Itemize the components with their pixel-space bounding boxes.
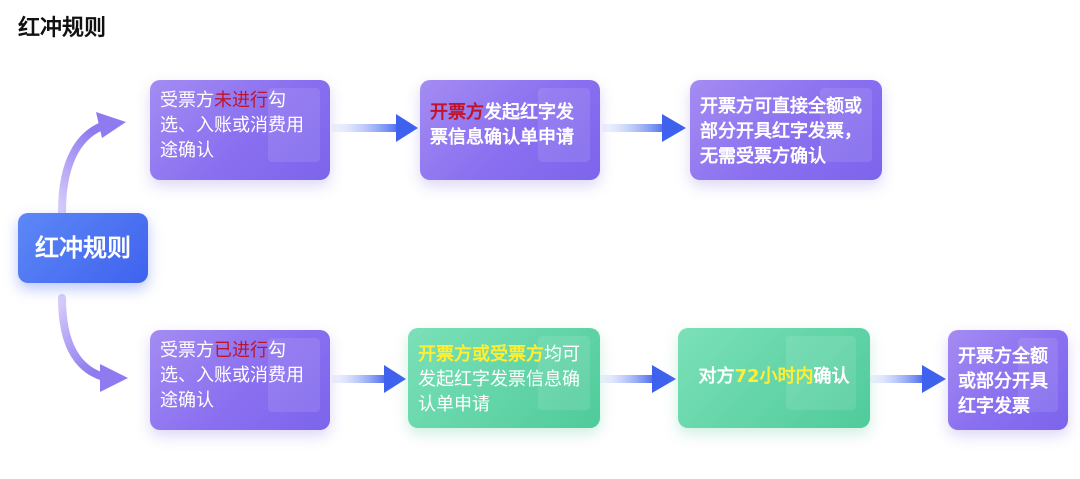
emphasis-issuer: 开票方 bbox=[430, 102, 484, 123]
emphasis-72-hours: 72小时内 bbox=[734, 366, 814, 387]
curve-arrow-up-head bbox=[96, 112, 126, 138]
arrow-bottom-3 bbox=[870, 365, 946, 393]
arrow-bottom-2 bbox=[600, 365, 676, 393]
emphasis-either-party: 开票方或受票方 bbox=[418, 344, 544, 365]
center-node-red-reversal-rules: 红冲规则 bbox=[18, 213, 148, 283]
bottom-step-1-checked: 受票方已进行勾选、入账或消费用途确认 bbox=[150, 330, 330, 430]
top-step-3-direct-issue: 开票方可直接全额或部分开具红字发票，无需受票方确认 bbox=[690, 80, 882, 180]
top-step-1-not-checked: 受票方未进行勾选、入账或消费用途确认 bbox=[150, 80, 330, 180]
emphasis-done: 已进行 bbox=[214, 340, 268, 361]
arrow-top-2 bbox=[602, 114, 686, 142]
curve-arrow-down bbox=[58, 294, 112, 382]
arrow-bottom-1 bbox=[332, 365, 406, 393]
curve-arrow-down-head bbox=[100, 364, 128, 392]
bottom-step-2-either-applies: 开票方或受票方均可发起红字发票信息确认单申请 bbox=[408, 328, 600, 428]
page-title: 红冲规则 bbox=[18, 16, 107, 41]
bottom-step-4-issue-red-invoice: 开票方全额或部分开具红字发票 bbox=[948, 330, 1068, 430]
bottom-step-3-confirm-72h: 对方72小时内确认 bbox=[678, 328, 870, 428]
curve-arrow-up bbox=[58, 120, 112, 216]
top-step-2-issuer-applies: 开票方发起红字发票信息确认单申请 bbox=[420, 80, 600, 180]
arrow-top-1 bbox=[332, 114, 418, 142]
emphasis-not-done: 未进行 bbox=[214, 90, 268, 111]
